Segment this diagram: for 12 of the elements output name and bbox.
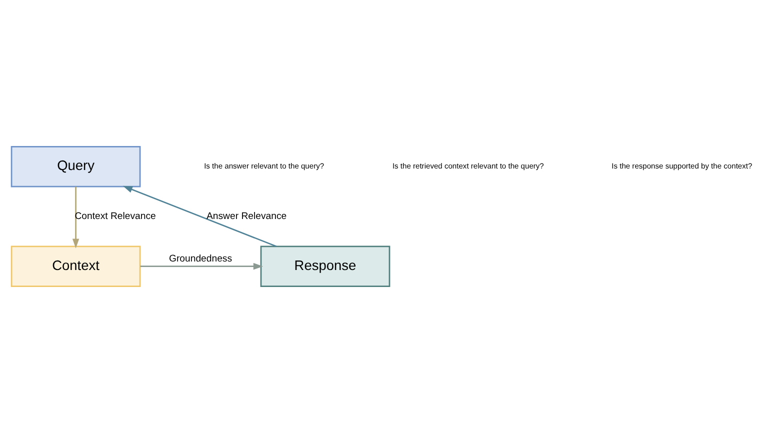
label: Is the answer relevant to the query?	[204, 161, 324, 170]
arrow	[72, 186, 80, 248]
node-box: Response	[260, 245, 390, 286]
arrow	[122, 185, 277, 247]
edge-label: Answer Relevance	[206, 210, 287, 222]
arrow	[140, 262, 264, 270]
node-box: Query	[10, 146, 141, 187]
edge-label: Groundedness	[168, 253, 232, 264]
edge-label: Context Relevance	[74, 210, 156, 222]
label: Is the response supported by the context?	[612, 161, 752, 170]
label: Is the retrieved context relevant to the query?	[392, 161, 544, 170]
node-box: Context	[10, 245, 141, 286]
